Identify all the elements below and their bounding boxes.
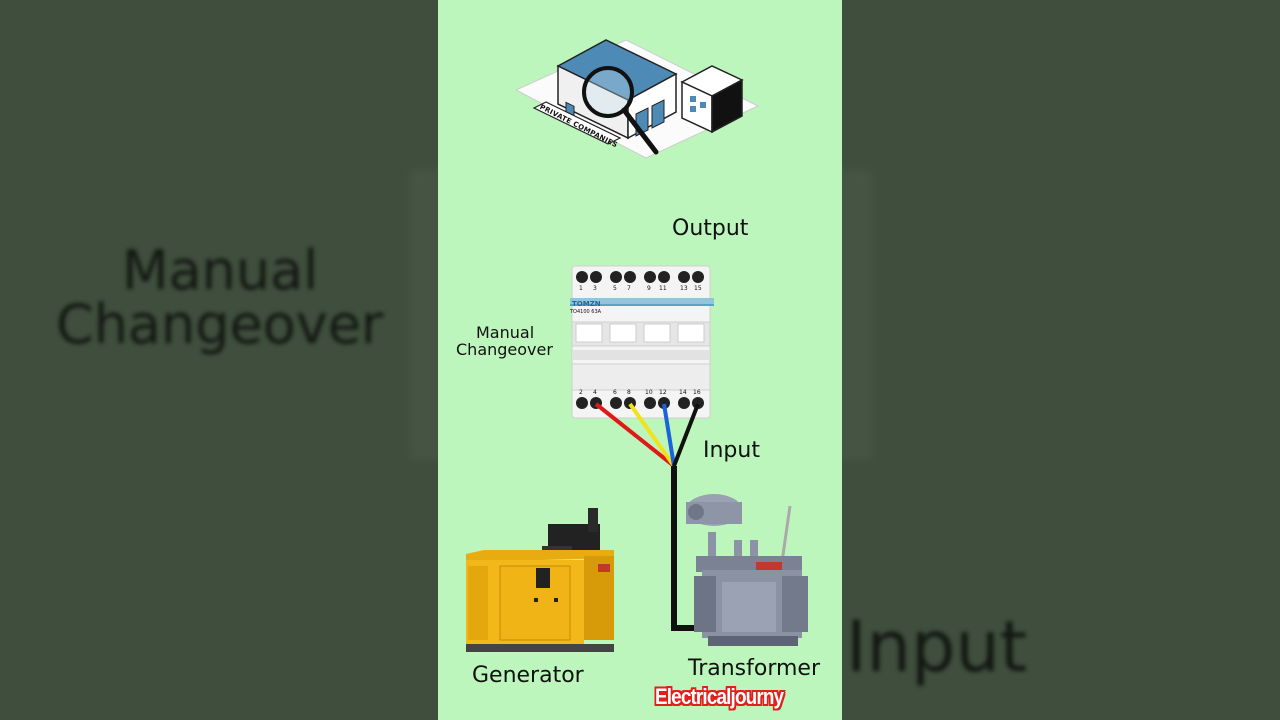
bg-input-word: Input: [846, 606, 1028, 688]
wire-blue: [662, 403, 676, 467]
terminal-screw: [658, 397, 670, 409]
diagram-panel: PRIVATE COMPANIES Output TOMZN TO4100 63…: [438, 0, 842, 720]
terminal-screw: [576, 271, 588, 283]
terminal-screw: [658, 271, 670, 283]
terminal-screw: [678, 397, 690, 409]
wire-black: [672, 403, 700, 467]
ghost-switch-edge-right: [842, 170, 872, 460]
input-label: Input: [703, 438, 760, 463]
terminal-screw: [678, 271, 690, 283]
wire-yellow: [628, 402, 676, 468]
bg-title-line1: Manual: [122, 239, 319, 302]
terminal-number: 16: [693, 389, 701, 396]
changeover-switch-diagram: [570, 265, 714, 419]
left-blurred-panel: Manual Changeover: [0, 0, 438, 720]
output-label: Output: [672, 216, 749, 241]
terminal-screw: [610, 397, 622, 409]
transformer-label: Transformer: [688, 656, 821, 681]
changeover-label-line1: Manual: [476, 323, 535, 342]
building-magnifier-icon: [516, 39, 760, 159]
terminal-number: 11: [659, 285, 667, 292]
switch-brand: TOMZN: [572, 300, 601, 308]
right-blurred-panel: Input: [842, 0, 1280, 720]
terminal-number: 9: [647, 285, 651, 292]
terminal-number: 2: [579, 389, 583, 396]
terminal-number: 12: [659, 389, 667, 396]
generator-label: Generator: [472, 663, 584, 688]
terminal-number: 1: [579, 285, 583, 292]
switch-model: TO4100 63A: [570, 309, 602, 315]
terminal-number: 4: [593, 389, 597, 396]
terminal-number: 8: [627, 389, 631, 396]
terminal-screw: [610, 271, 622, 283]
terminal-screw: [692, 397, 704, 409]
terminal-number: 14: [679, 389, 687, 396]
bg-title-line2: Changeover: [56, 293, 384, 356]
terminal-screw: [624, 271, 636, 283]
terminal-number: 15: [694, 285, 702, 292]
terminal-screw: [644, 397, 656, 409]
terminal-number: 3: [593, 285, 597, 292]
terminal-screw: [644, 271, 656, 283]
wire-red: [594, 402, 676, 468]
terminal-screw: [692, 271, 704, 283]
ghost-switch-edge-left: [410, 170, 438, 460]
terminal-number: 5: [613, 285, 617, 292]
terminal-screw: [590, 271, 602, 283]
generator-illustration: [466, 508, 614, 652]
changeover-label-line2: Changeover: [456, 340, 553, 359]
terminal-number: 6: [613, 389, 617, 396]
transformer-illustration: [686, 494, 808, 646]
terminal-screw: [576, 397, 588, 409]
terminal-number: 7: [627, 285, 631, 292]
terminal-number: 13: [680, 285, 688, 292]
watermark: Electricaljourny: [655, 684, 784, 709]
terminal-number: 10: [645, 389, 653, 396]
